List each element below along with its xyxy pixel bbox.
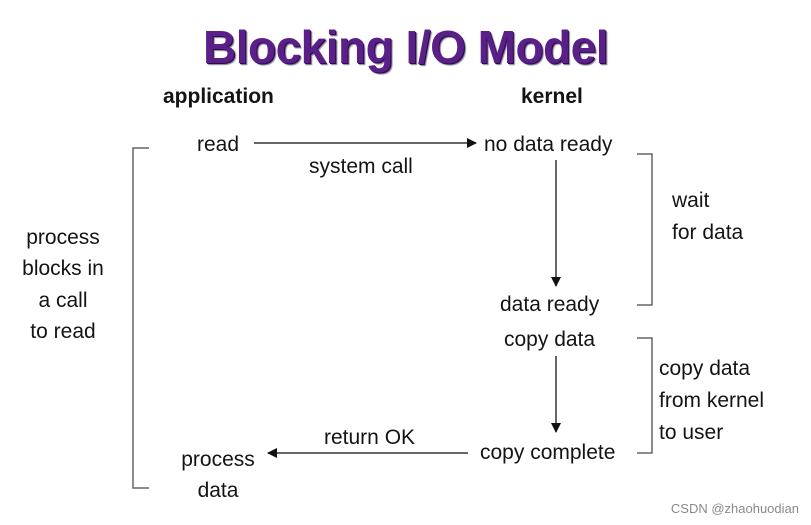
- read-label: read: [197, 133, 240, 156]
- data-label: data: [197, 479, 239, 502]
- for-data-label: for data: [672, 221, 744, 244]
- data-ready-label: data ready: [500, 293, 600, 316]
- wait-bracket: [637, 153, 653, 306]
- csdn-watermark: CSDN @zhaohuodian: [670, 501, 799, 516]
- process-blocks-label-line2: blocks in: [22, 257, 104, 280]
- application-column-header: application: [163, 85, 274, 108]
- diagram-title: Blocking I/O Model: [202, 21, 609, 73]
- process-blocks-label-line3: a call: [38, 289, 88, 312]
- to-user-label: to user: [659, 421, 724, 444]
- no-data-ready-label: no data ready: [484, 133, 613, 156]
- copy-complete-label: copy complete: [480, 441, 616, 464]
- wait-label: wait: [672, 189, 710, 212]
- return-ok-label: return OK: [324, 426, 416, 449]
- copy-bracket: [637, 337, 653, 454]
- process-blocks-label-line1: process: [26, 226, 100, 249]
- process-block-bracket: [132, 147, 149, 489]
- process-blocks-label-line4: to read: [30, 320, 96, 343]
- process-label: process: [181, 448, 255, 471]
- from-kernel-label: from kernel: [659, 389, 765, 412]
- system-call-label: system call: [309, 155, 413, 178]
- copy-data-label: copy data: [504, 328, 596, 351]
- copy-data-side-label: copy data: [659, 357, 751, 380]
- kernel-column-header: kernel: [521, 85, 583, 108]
